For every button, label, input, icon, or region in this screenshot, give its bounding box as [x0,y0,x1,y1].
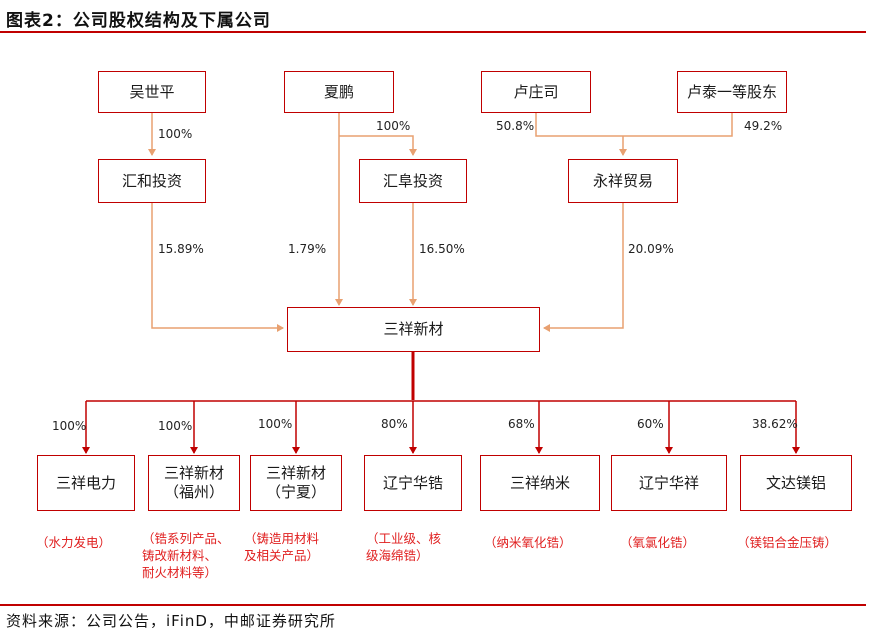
note-sub-5: （纳米氧化锆） [484,535,572,550]
node-sub-sanxiang-power: 三祥电力 [37,455,135,511]
note-sub-1: （水力发电） [36,535,112,550]
node-sub-liaoning-huaxiang: 辽宁华祥 [611,455,727,511]
node-xia-peng: 夏鹏 [284,71,394,113]
pct-yongxiang-center: 20.09% [628,242,674,256]
node-yongxiang-trading: 永祥贸易 [568,159,678,203]
pct-huihe-center: 15.89% [158,242,204,256]
pct-xia-huifu: 100% [376,119,411,133]
bottom-divider [0,604,866,606]
edge-lutai-yongxiang [623,113,733,137]
pct-wu-huihe: 100% [158,127,193,141]
node-sub-wenda-mgal: 文达镁铝 [740,455,852,511]
node-huihe-investment: 汇和投资 [98,159,206,203]
node-lu-zhuangsi: 卢庄司 [481,71,591,113]
pct-sub-6: 60% [637,417,664,431]
edge-huihe-center [151,203,284,332]
edge-xia-huifu [339,135,417,156]
source-note: 资料来源：公司公告，iFinD，中邮证券研究所 [6,612,336,630]
pct-xia-center: 1.79% [288,242,327,256]
edge-yongxiang-center [543,203,624,332]
note-sub-6: （氧氯化锆） [620,535,696,550]
note-sub-3: （铸造用材料 及相关产品） [244,531,320,563]
node-huifu-investment: 汇阜投资 [359,159,467,203]
node-sanxiang-center: 三祥新材 [287,307,540,352]
pct-sub-7: 38.62% [752,417,798,431]
pct-huifu-center: 16.50% [419,242,465,256]
node-sub-sanxiang-ningxia: 三祥新材 （宁夏） [250,455,342,511]
pct-sub-3: 100% [258,417,293,431]
node-sub-sanxiang-fuzhou: 三祥新材 （福州） [148,455,240,511]
note-sub-4: （工业级、核 级海绵锆） [366,531,442,563]
node-sub-sanxiang-nano: 三祥纳米 [480,455,600,511]
pct-sub-4: 80% [381,417,408,431]
note-sub-2: （锆系列产品、 铸改新材料、 耐火材料等） [142,531,230,580]
edge-luzhuang-yongxiang [535,113,623,137]
pct-sub-2: 100% [158,419,193,433]
pct-sub-1: 100% [52,419,87,433]
pct-sub-5: 68% [508,417,535,431]
note-sub-7: （镁铝合金压铸） [737,535,838,550]
top-divider [0,31,866,33]
pct-lutai-yongxiang: 49.2% [744,119,783,133]
node-sub-liaoning-huagao: 辽宁华锆 [364,455,462,511]
pct-luzhuang-yongxiang: 50.8% [496,119,535,133]
node-wu-shiping: 吴世平 [98,71,206,113]
figure-title: 图表2：公司股权结构及下属公司 [6,11,271,31]
node-lu-tai-shareholders: 卢泰一等股东 [677,71,787,113]
